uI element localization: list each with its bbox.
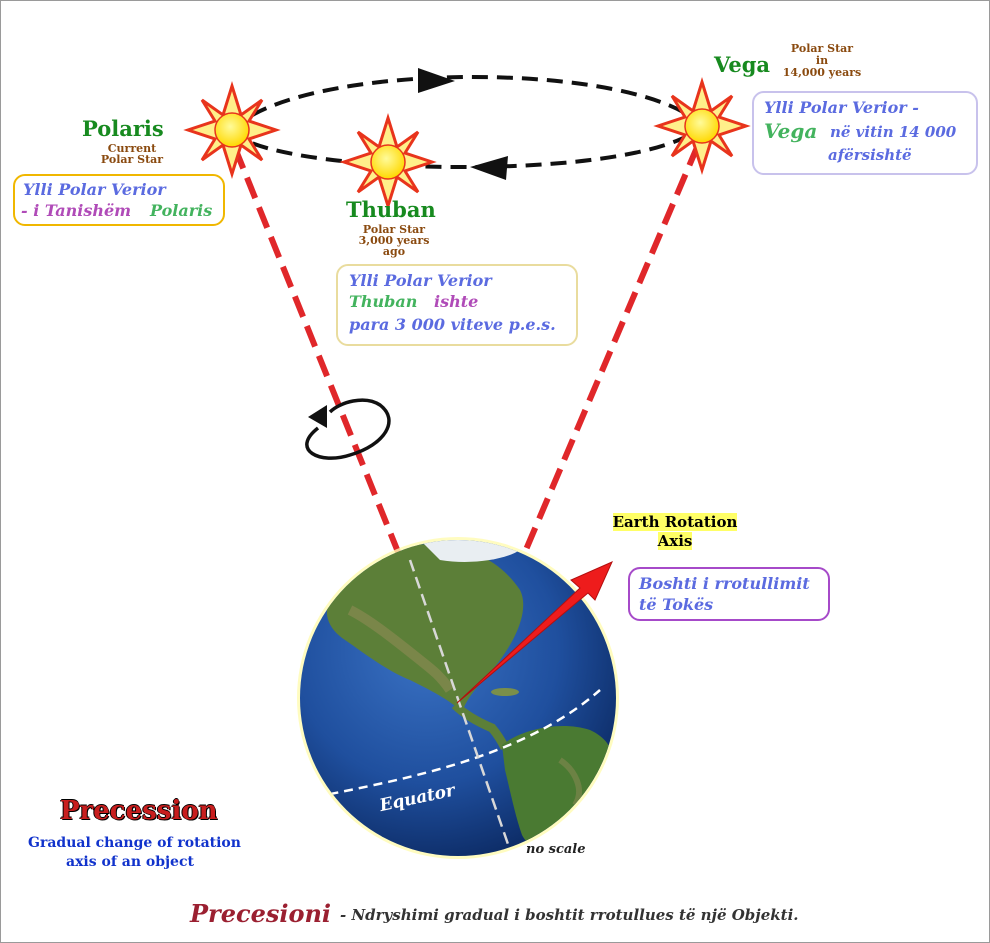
vega-box-line2-star: Vega — [764, 119, 818, 143]
axis-label-line1: Earth Rotation — [612, 513, 738, 531]
vega-note-3: 14,000 years — [782, 66, 862, 79]
axis-pointer-arrow — [456, 561, 613, 704]
polaris-note-1: Current — [107, 142, 157, 155]
earth-axis-line — [408, 559, 512, 851]
spin-arrow — [305, 398, 391, 460]
polaris-box: Ylli Polar Verior - i Tanishëm Polaris — [13, 174, 225, 226]
thuban-name: Thuban — [346, 197, 436, 222]
precession-desc-1: Gradual change of rotation — [28, 835, 241, 851]
star-thuban — [339, 112, 437, 212]
polaris-note-2: Polar Star — [100, 153, 164, 166]
vega-note-2: in — [815, 54, 829, 67]
precession-orbit-upper — [230, 75, 704, 132]
thuban-note-2: 3,000 years — [358, 234, 430, 247]
vega-box-line3: afërsishtë — [828, 146, 912, 164]
precession-desc-2: axis of an object — [66, 854, 194, 870]
footer-term: Precesioni — [190, 899, 332, 928]
vega-box: Ylli Polar Verior - Vega në vitin 14 000… — [752, 91, 978, 175]
axis-box-line2: të Tokës — [639, 595, 714, 614]
thuban-box-line2-star: Thuban — [349, 292, 418, 311]
thuban-box-line2-suffix: ishte — [434, 292, 479, 311]
axis-label: Earth Rotation Axis — [606, 513, 744, 551]
scale-note: no scale — [526, 842, 586, 857]
vega-note-1: Polar Star — [790, 42, 854, 55]
star-polaris — [183, 80, 281, 180]
earth-globe — [297, 537, 619, 859]
vega-name: Vega — [714, 52, 771, 77]
vega-box-line2-suffix: në vitin 14 000 — [830, 123, 957, 141]
thuban-box-line1: Ylli Polar Verior — [349, 271, 492, 290]
precession-orbit-lower — [230, 124, 704, 170]
polaris-box-line2-star: Polaris — [150, 201, 213, 220]
orbit-arrow-right — [418, 68, 455, 93]
axis-label-line2: Axis — [657, 532, 693, 550]
spin-arrowhead — [308, 405, 327, 428]
footer-definition: - Ndryshimi gradual i boshtit rrotullues… — [340, 906, 799, 924]
polaris-name: Polaris — [82, 116, 164, 141]
orbit-arrow-left — [470, 156, 508, 180]
continent-central-america — [451, 701, 510, 751]
axis-line-vega — [522, 143, 701, 554]
axis-box-line1: Boshti i rrotullimit — [639, 574, 810, 593]
axis-line-polaris — [232, 146, 401, 554]
polaris-box-line2-prefix: - i Tanishëm — [21, 201, 132, 220]
thuban-box: Ylli Polar Verior Thuban ishte para 3 00… — [336, 264, 578, 346]
polaris-box-line1: Ylli Polar Verior — [23, 180, 166, 199]
precession-title: Precession — [60, 796, 218, 826]
thuban-note-1: Polar Star — [362, 223, 426, 236]
thuban-note-3: ago — [382, 245, 406, 258]
star-vega — [653, 76, 751, 176]
thuban-box-line3: para 3 000 viteve p.e.s. — [349, 315, 556, 334]
continent-north-america — [326, 544, 524, 712]
axis-box: Boshti i rrotullimit të Tokës — [628, 567, 830, 621]
vega-box-line1: Ylli Polar Verior - — [764, 98, 919, 117]
